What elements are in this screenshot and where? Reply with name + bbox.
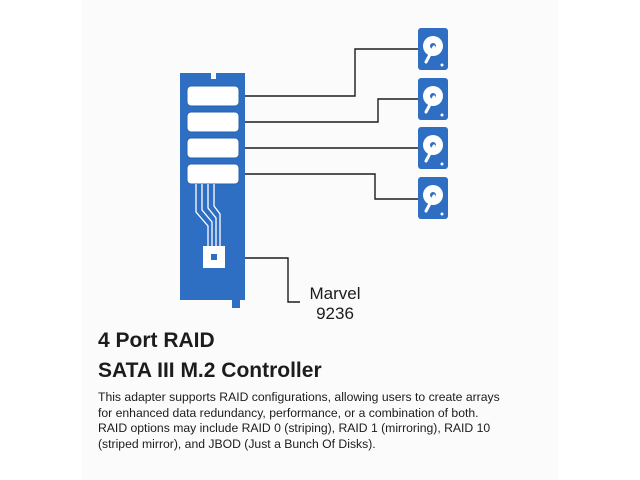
m2-board xyxy=(180,73,245,308)
chip-model: 9236 xyxy=(316,304,354,323)
chip-callout-line xyxy=(214,257,300,303)
hard-drive-icon xyxy=(418,127,448,169)
sata-port-4 xyxy=(186,163,240,185)
hard-drive-icon xyxy=(418,78,448,120)
hard-drive-icon xyxy=(418,177,448,219)
description-line-4: (striped mirror), and JBOD (Just a Bunch… xyxy=(98,436,376,451)
connection-line-4 xyxy=(240,173,418,200)
background-panel xyxy=(82,0,558,480)
port-connection-lines xyxy=(214,48,418,303)
product-description: This adapter supports RAID configuration… xyxy=(98,390,538,452)
sata-port-1 xyxy=(186,85,240,107)
chip-name: Marvel xyxy=(309,284,361,303)
board-traces xyxy=(195,184,221,246)
description-line-1: This adapter supports RAID configuration… xyxy=(98,390,500,404)
sata-ports xyxy=(186,85,240,185)
board-notch-top xyxy=(211,73,216,79)
connection-line-1 xyxy=(240,48,418,97)
controller-chip-icon xyxy=(203,246,225,268)
title-line-2: SATA III M.2 Controller xyxy=(98,359,322,382)
sata-port-2 xyxy=(186,111,240,133)
hard-drive-icon xyxy=(418,28,448,70)
chip-label: Marvel 9236 xyxy=(300,284,370,324)
connection-line-2 xyxy=(240,98,418,123)
description-line-2: for enhanced data redundancy, performanc… xyxy=(98,405,479,420)
product-title: 4 Port RAID SATA III M.2 Controller xyxy=(98,326,322,386)
description-line-3: RAID options may include RAID 0 (stripin… xyxy=(98,421,491,435)
title-line-1: 4 Port RAID xyxy=(98,329,215,352)
sata-port-3 xyxy=(186,137,240,159)
hard-drives xyxy=(418,28,448,219)
